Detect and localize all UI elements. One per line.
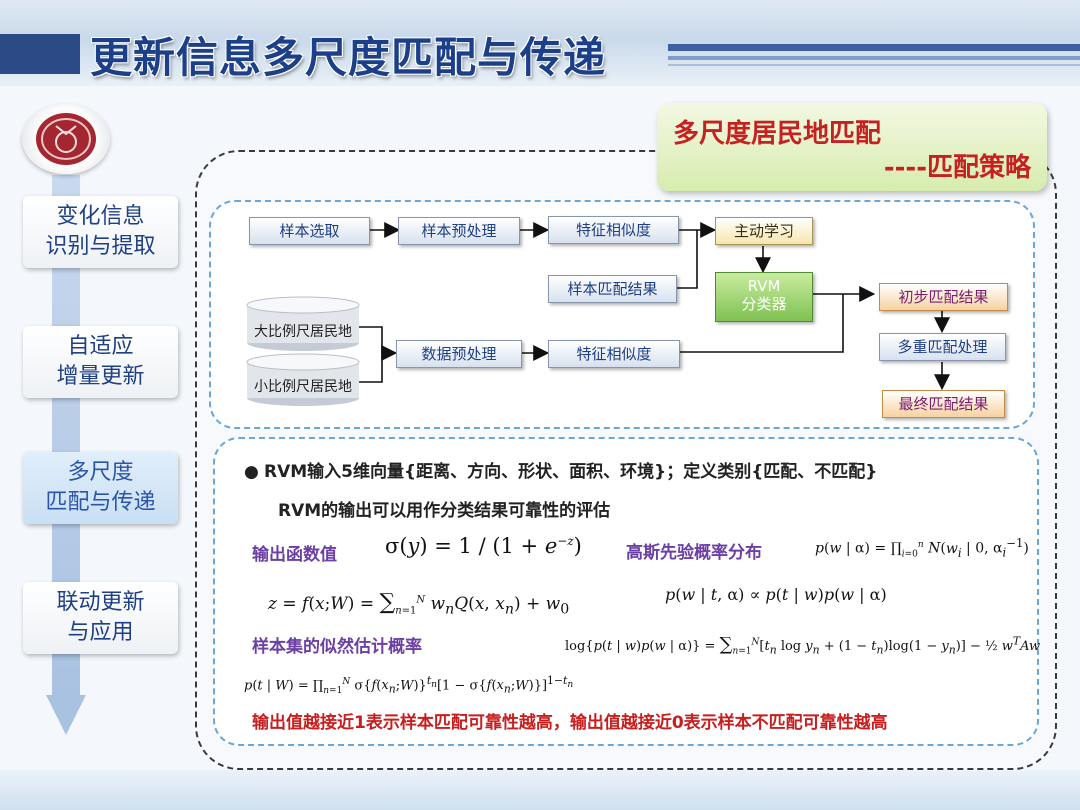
prior-formula: p(w | α) = ∏i=0n N(wi | 0, αi−1) <box>815 536 1029 560</box>
decision-function-formula: z = f(x;W) = ∑n=1N wnQ(x, xn) + w0 <box>268 590 570 618</box>
flow-box-sample-preprocess: 样本预处理 <box>398 217 520 245</box>
nav-item-linked-update[interactable]: 联动更新 与应用 <box>23 582 178 654</box>
nav-item-adaptive-update[interactable]: 自适应 增量更新 <box>23 326 178 398</box>
sigmoid-formula: σ(y) = 1 / (1 + e−z) <box>385 534 582 558</box>
db-small-scale: 小比例尺居民地 <box>247 358 359 408</box>
strategy-title: 多尺度居民地匹配 <box>673 119 882 149</box>
flow-box-final-result: 最终匹配结果 <box>882 390 1005 418</box>
flow-box-sample-match-result: 样本匹配结果 <box>548 275 677 303</box>
conclusion-note: 输出值越接近1表示样本匹配可靠性越高，输出值越接近0表示样本不匹配可靠性越高 <box>252 713 888 733</box>
nav-item-change-detection[interactable]: 变化信息 识别与提取 <box>23 196 178 268</box>
formula-panel <box>213 437 1039 746</box>
header-stripe <box>668 44 1080 51</box>
likelihood-formula: p(t | W) = ∏n=1N σ{f(xn;W)}tn[1 − σ{f(xn… <box>244 674 574 696</box>
output-function-label: 输出函数值 <box>252 545 337 565</box>
posterior-formula: p(w | t, α) ∝ p(t | w)p(w | α) <box>665 585 887 604</box>
header-stripe <box>668 64 1080 66</box>
classifier-label: 分类器 <box>741 295 787 313</box>
gaussian-prior-label: 高斯先验概率分布 <box>626 543 762 563</box>
strategy-box: 多尺度居民地匹配 ----匹配策略 <box>657 103 1047 191</box>
bottom-band <box>0 770 1080 810</box>
header-stripe-left <box>0 34 80 74</box>
flow-box-feature-similarity: 特征相似度 <box>548 216 679 244</box>
strategy-subtitle: ----匹配策略 <box>883 153 1031 183</box>
flow-box-rvm-classifier: RVM 分类器 <box>715 272 813 322</box>
likelihood-label: 样本集的似然估计概率 <box>252 637 422 657</box>
flow-box-sample-select: 样本选取 <box>249 217 370 245</box>
bullet-text: RVM输入5维向量{距离、方向、形状、面积、环境}；定义类别{匹配、不匹配} <box>264 462 878 482</box>
flow-box-active-learning: 主动学习 <box>715 217 813 245</box>
header-stripe <box>668 56 1080 60</box>
emblem-icon <box>36 113 96 165</box>
logo-emblem <box>22 104 110 174</box>
nav-item-multiscale-matching[interactable]: 多尺度 匹配与传递 <box>23 452 178 524</box>
flow-box-feature-similarity: 特征相似度 <box>548 340 680 368</box>
flow-box-multi-process: 多重匹配处理 <box>879 333 1006 361</box>
header-banner: 更新信息多尺度匹配与传递 <box>0 0 1080 86</box>
db-label: 大比例尺居民地 <box>254 324 352 340</box>
db-large-scale: 大比例尺居民地 <box>247 303 359 353</box>
bullet-dot-icon: ● <box>244 462 259 482</box>
bullet-line-2: RVM的输出可以用作分类结果可靠性的评估 <box>278 501 611 521</box>
rvm-label: RVM <box>747 277 781 295</box>
flow-box-initial-result: 初步匹配结果 <box>879 283 1008 311</box>
bullet-line: ●RVM输入5维向量{距离、方向、形状、面积、环境}；定义类别{匹配、不匹配} <box>244 457 877 482</box>
log-likelihood-formula: log{p(t | w)p(w | α)} = ∑n=1N[tn log yn … <box>565 634 1041 657</box>
flow-box-data-preprocess: 数据预处理 <box>396 340 522 368</box>
page-title: 更新信息多尺度匹配与传递 <box>90 33 607 82</box>
db-label: 小比例尺居民地 <box>254 379 352 395</box>
